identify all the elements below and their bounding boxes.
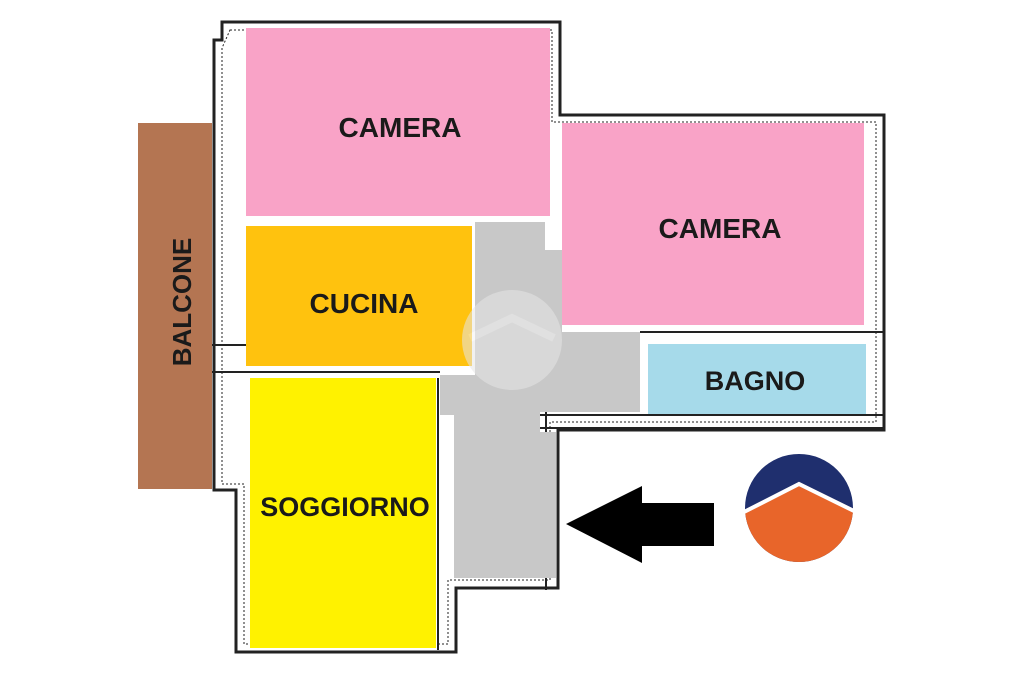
room-label-bagno: BAGNO [705,366,806,396]
walls [210,20,886,654]
room-label-soggiorno: SOGGIORNO [260,492,430,522]
entrance-arrow-icon [566,486,714,563]
room-camera-1 [246,28,550,216]
room-soggiorno [250,378,436,648]
room-camera-2 [562,123,864,325]
room-label-camera-1: CAMERA [339,112,462,143]
logo-badge-icon [743,454,857,562]
room-bagno [648,344,866,414]
room-label-balcone: BALCONE [167,238,197,367]
watermark-logo-icon [462,290,562,390]
room-label-camera-2: CAMERA [659,213,782,244]
room-cucina [246,226,472,366]
room-balcone [138,123,212,489]
room-label-cucina: CUCINA [310,288,419,319]
